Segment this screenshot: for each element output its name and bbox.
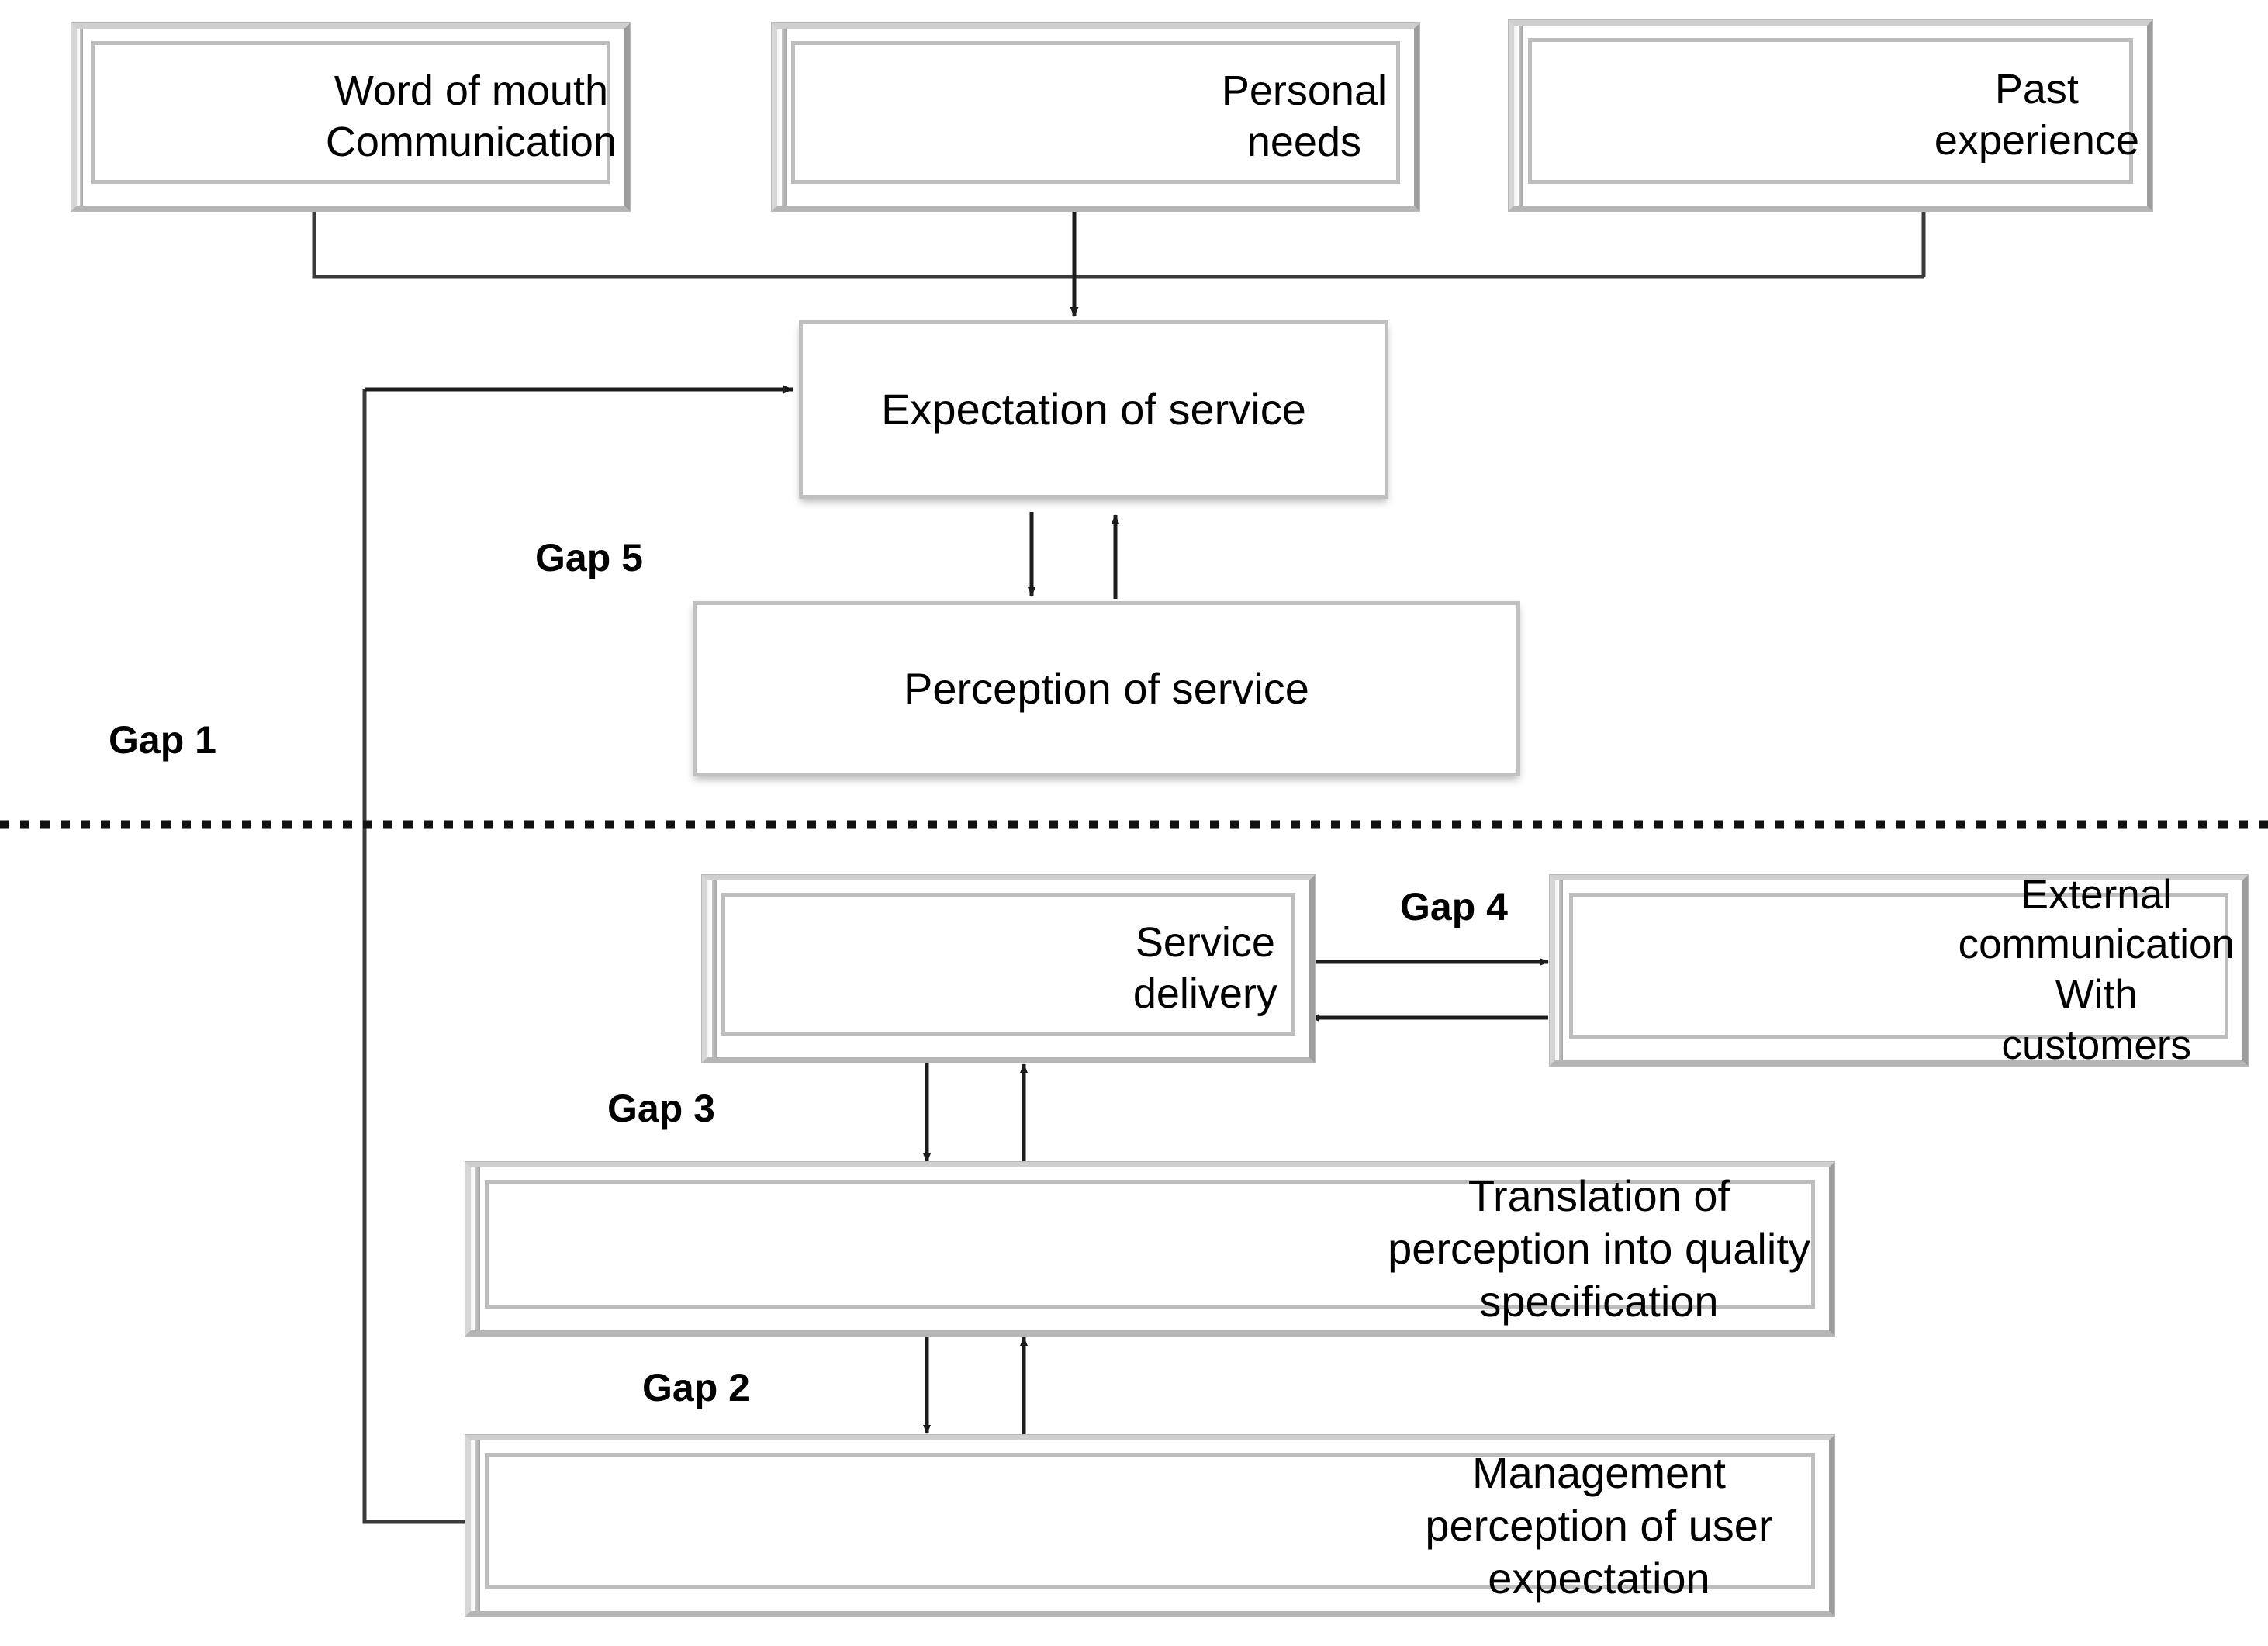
bevel-facet-left bbox=[77, 29, 80, 206]
bevel-facet-left bbox=[1555, 880, 1560, 1060]
box-label-line1: Word of mouth bbox=[334, 67, 608, 115]
box-label: Personal needs bbox=[1221, 67, 1387, 165]
box-label-line1: External communication bbox=[1958, 871, 2235, 968]
box-service-delivery[interactable]: Service delivery bbox=[702, 875, 1315, 1063]
bevel-inner-face bbox=[485, 1453, 1815, 1589]
box-label: Management perception of user expectatio… bbox=[1425, 1447, 1773, 1603]
bevel-facet-left bbox=[471, 1440, 475, 1611]
bevel-inner-face bbox=[721, 893, 1295, 1036]
gap-label-3: Gap 3 bbox=[607, 1087, 715, 1130]
gap-label-2: Gap 2 bbox=[642, 1366, 750, 1409]
box-expectation-of-service[interactable]: Expectation of service bbox=[799, 320, 1388, 499]
box-label: Service delivery bbox=[1132, 919, 1277, 1017]
bevel-facet-right bbox=[781, 29, 787, 206]
line-wom-to-rail bbox=[312, 211, 1924, 279]
bevel-inner-face bbox=[1569, 893, 2228, 1039]
bevel-facet-right bbox=[475, 1440, 480, 1611]
bevel-facet-left bbox=[777, 29, 782, 206]
bevel-facet-left bbox=[471, 1167, 475, 1330]
box-label: Perception of service bbox=[904, 663, 1309, 713]
bevel-facet-right bbox=[1518, 26, 1523, 206]
box-label-wrapper: External communication With customers bbox=[1951, 870, 2242, 1071]
gap-label-5: Gap 5 bbox=[535, 536, 643, 579]
gap-label-1: Gap 1 bbox=[109, 718, 216, 762]
line-management-to-gap1-rail bbox=[362, 389, 465, 1524]
bevel-facet-right bbox=[711, 880, 717, 1057]
box-management-perception[interactable]: Management perception of user expectatio… bbox=[465, 1435, 1834, 1617]
box-word-of-mouth[interactable]: Word of mouth Communication bbox=[71, 23, 630, 211]
box-label-line2: With customers bbox=[2001, 972, 2191, 1068]
bevel-inner-face bbox=[485, 1180, 1815, 1309]
bevel-inner-face bbox=[791, 41, 1400, 184]
box-label-line2: Communication bbox=[325, 119, 617, 165]
box-label-wrapper: Word of mouth Communication bbox=[318, 66, 624, 168]
box-label: Past experience bbox=[1934, 66, 2139, 164]
box-external-communication[interactable]: External communication With customers bbox=[1550, 872, 2248, 1068]
box-label: Translation of perception into quality s… bbox=[1388, 1171, 1810, 1326]
bevel-inner-face bbox=[91, 41, 610, 184]
box-label: Expectation of service bbox=[881, 384, 1306, 434]
bevel-facet-right bbox=[475, 1167, 480, 1330]
bevel-inner-face bbox=[1528, 38, 2133, 184]
box-personal-needs[interactable]: Personal needs bbox=[772, 23, 1419, 211]
bevel-facet-left bbox=[707, 880, 712, 1057]
box-translation-of-perception[interactable]: Translation of perception into quality s… bbox=[465, 1162, 1834, 1336]
bevel-facet-right bbox=[1559, 880, 1564, 1060]
box-past-experience[interactable]: Past experience bbox=[1509, 20, 2152, 211]
bevel-facet-right bbox=[79, 29, 83, 206]
bevel-facet-left bbox=[1514, 26, 1519, 206]
gap-label-4: Gap 4 bbox=[1400, 885, 1508, 928]
box-perception-of-service[interactable]: Perception of service bbox=[693, 601, 1520, 776]
